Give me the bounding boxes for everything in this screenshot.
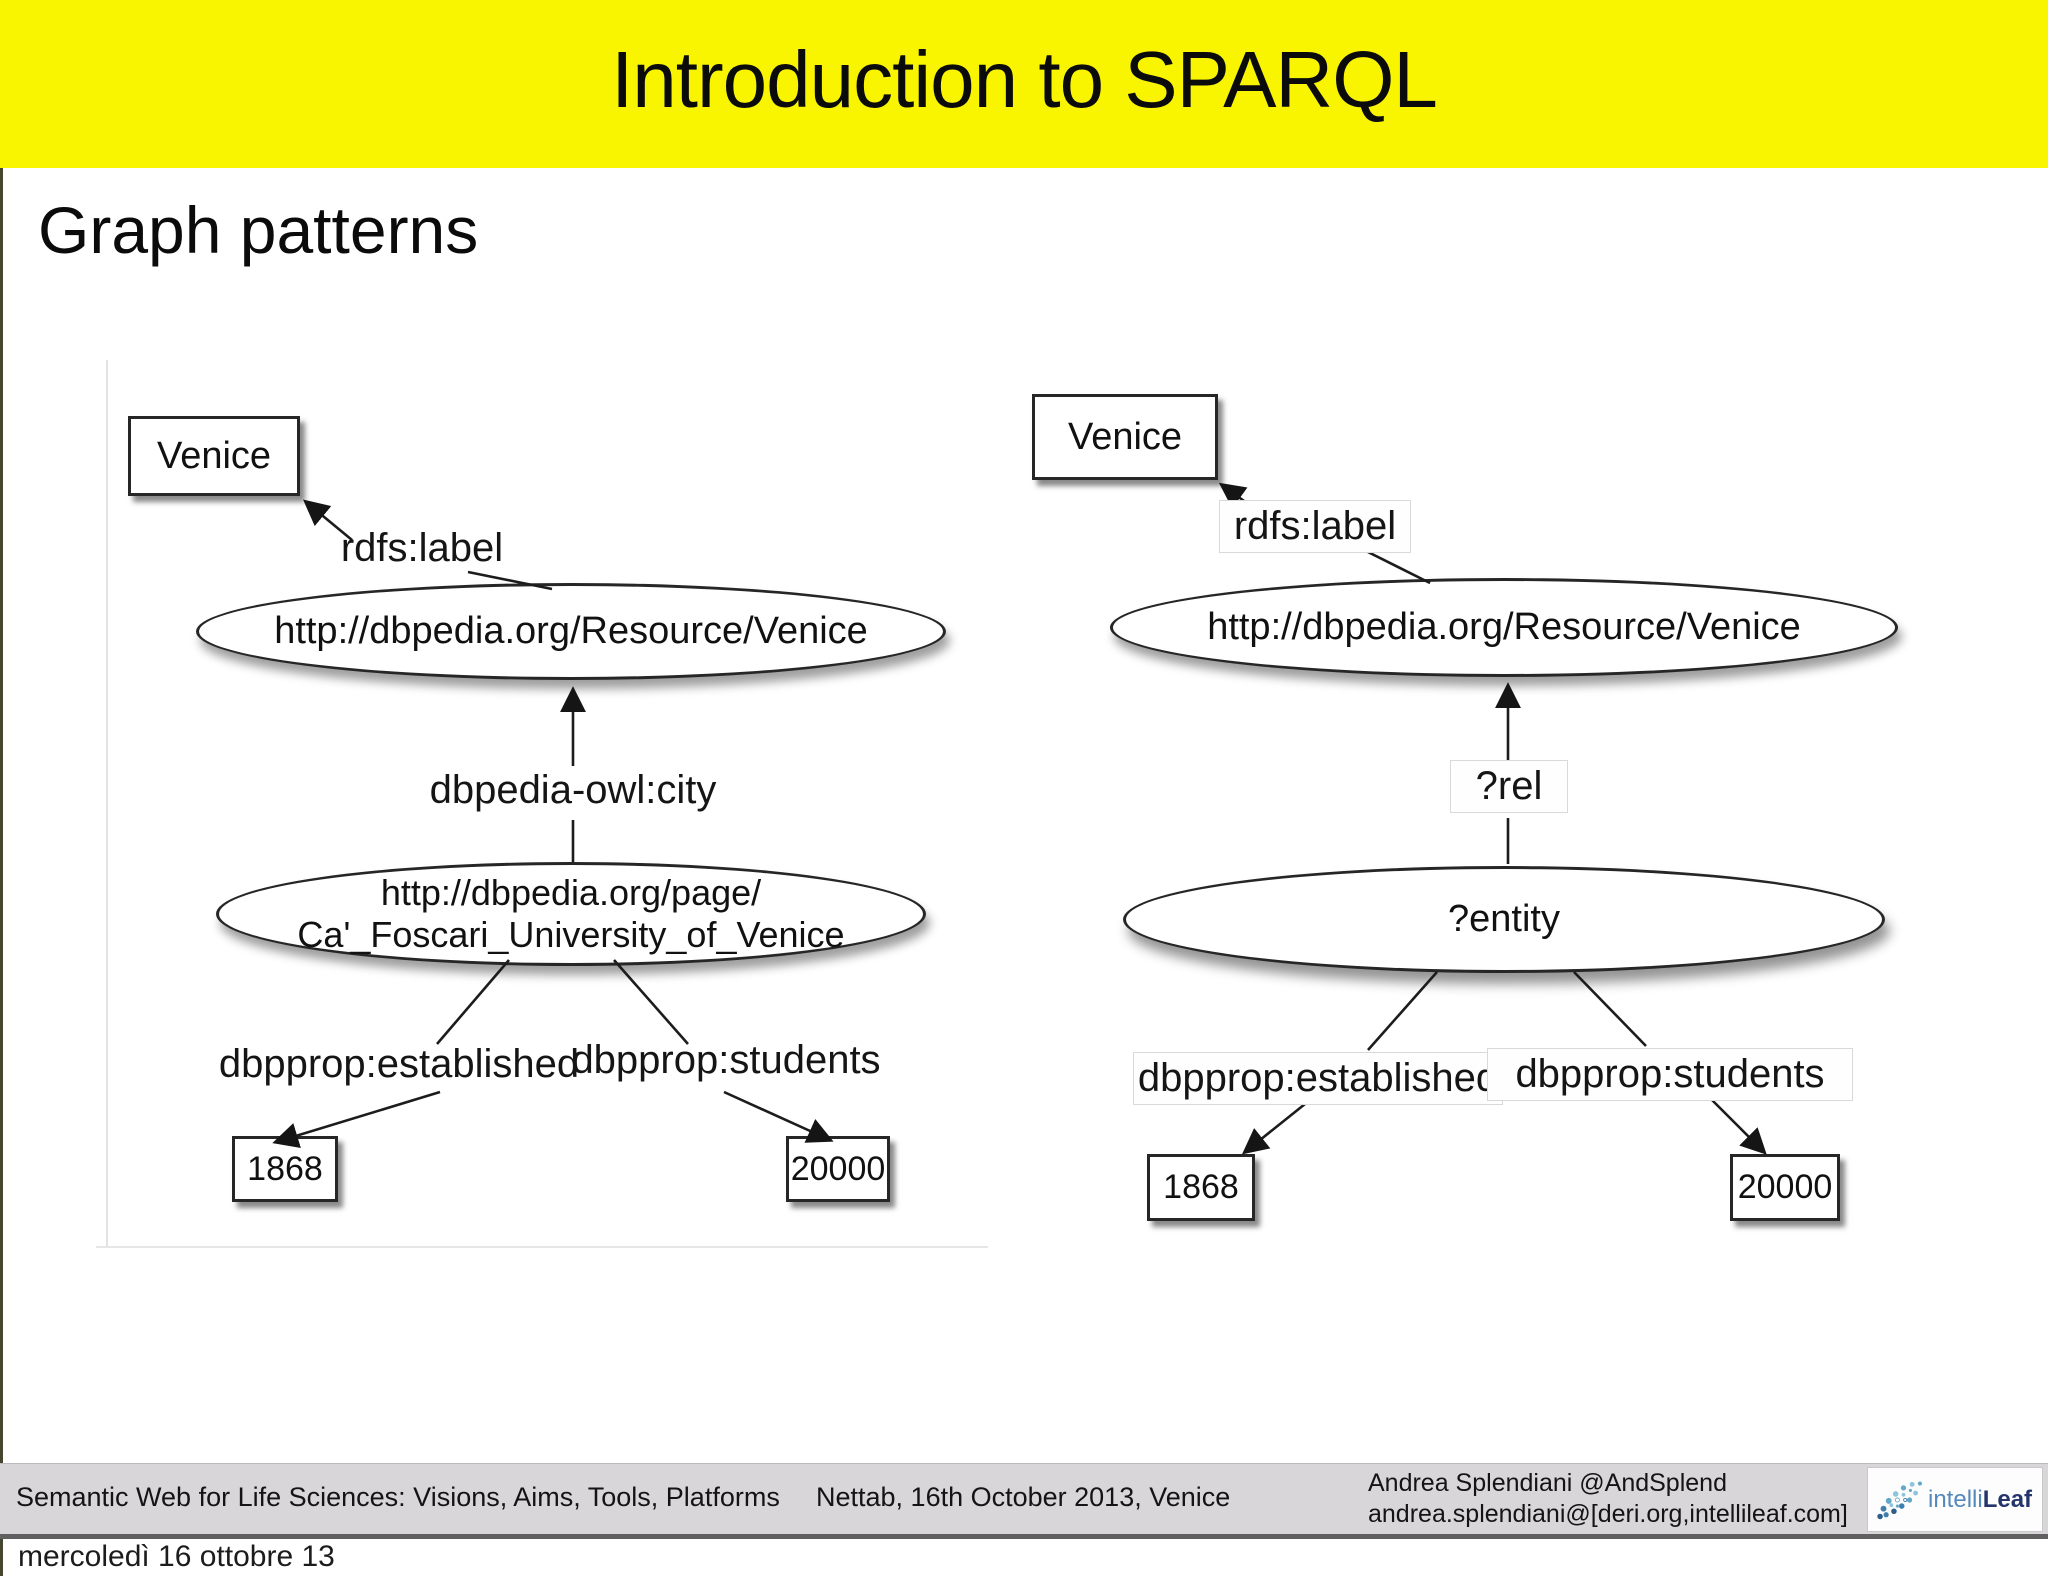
- footer-course-title: Semantic Web for Life Sciences: Visions,…: [16, 1482, 780, 1512]
- right-entity-ellipse: ?entity: [1123, 866, 1885, 973]
- left-established-property-label: dbpprop:established: [218, 1042, 580, 1086]
- left-resource-ellipse: http://dbpedia.org/Resource/Venice: [196, 583, 946, 680]
- left-established-value: 1868: [247, 1149, 323, 1188]
- logo-text-intelli: intelli: [1928, 1485, 1983, 1513]
- left-page-ellipse: http://dbpedia.org/page/ Ca'_Foscari_Uni…: [216, 862, 926, 966]
- right-venice-box: Venice: [1032, 394, 1218, 480]
- right-established-property-label: dbpprop:established: [1133, 1052, 1503, 1105]
- left-venice-box: Venice: [128, 416, 300, 496]
- page-title: Introduction to SPARQL: [611, 35, 1438, 124]
- right-venice-label: Venice: [1067, 415, 1183, 458]
- logo-text-leaf: Leaf: [1982, 1485, 2033, 1513]
- left-students-property-label: dbpprop:students: [571, 1038, 881, 1082]
- screenshot-left-edge: [0, 0, 3, 1576]
- slide-heading: Graph patterns: [38, 193, 479, 267]
- left-page-uri-line1: http://dbpedia.org/page/: [380, 872, 762, 914]
- footer-author-name: Andrea Splendiani @AndSplend: [1368, 1469, 1727, 1497]
- footer-author-block: Andrea Splendiani @AndSplend andrea.sple…: [1368, 1468, 1848, 1530]
- left-page-uri-line2: Ca'_Foscari_University_of_Venice: [297, 914, 845, 955]
- right-students-value-box: 20000: [1730, 1154, 1840, 1221]
- date-note: mercoledì 16 ottobre 13: [18, 1540, 335, 1573]
- left-students-value: 20000: [790, 1149, 886, 1188]
- footer-bar: [0, 1463, 2048, 1539]
- intellileaf-logo: intelliLeaf: [1867, 1467, 2043, 1532]
- intellileaf-logo-text: intelliLeaf: [1928, 1486, 2032, 1514]
- right-rdfs-label: rdfs:label: [1219, 500, 1411, 553]
- right-resource-uri: http://dbpedia.org/Resource/Venice: [1207, 606, 1801, 649]
- embedded-image-bottom-border: [96, 1246, 988, 1248]
- right-entity-variable: ?entity: [1448, 898, 1560, 941]
- left-established-value-box: 1868: [232, 1136, 338, 1202]
- left-venice-label: Venice: [156, 434, 272, 477]
- left-rdfs-label: rdfs:label: [340, 526, 504, 570]
- title-band: [0, 0, 2048, 168]
- left-students-value-box: 20000: [786, 1136, 890, 1202]
- left-city-property-label: dbpedia-owl:city: [429, 768, 717, 812]
- right-established-value: 1868: [1163, 1168, 1239, 1206]
- right-rel-variable-label: ?rel: [1450, 760, 1568, 813]
- right-established-value-box: 1868: [1147, 1154, 1255, 1221]
- right-students-property-label: dbpprop:students: [1487, 1048, 1853, 1101]
- left-resource-uri: http://dbpedia.org/Resource/Venice: [274, 610, 868, 653]
- intellileaf-leaf-icon: [1877, 1480, 1923, 1519]
- footer-author-email: andrea.splendiani@[deri.org,intellileaf.…: [1368, 1500, 1848, 1528]
- embedded-image-left-border: [106, 360, 108, 1248]
- right-resource-ellipse: http://dbpedia.org/Resource/Venice: [1110, 578, 1898, 677]
- right-students-value: 20000: [1737, 1168, 1833, 1206]
- footer-event-info: Nettab, 16th October 2013, Venice: [816, 1482, 1231, 1512]
